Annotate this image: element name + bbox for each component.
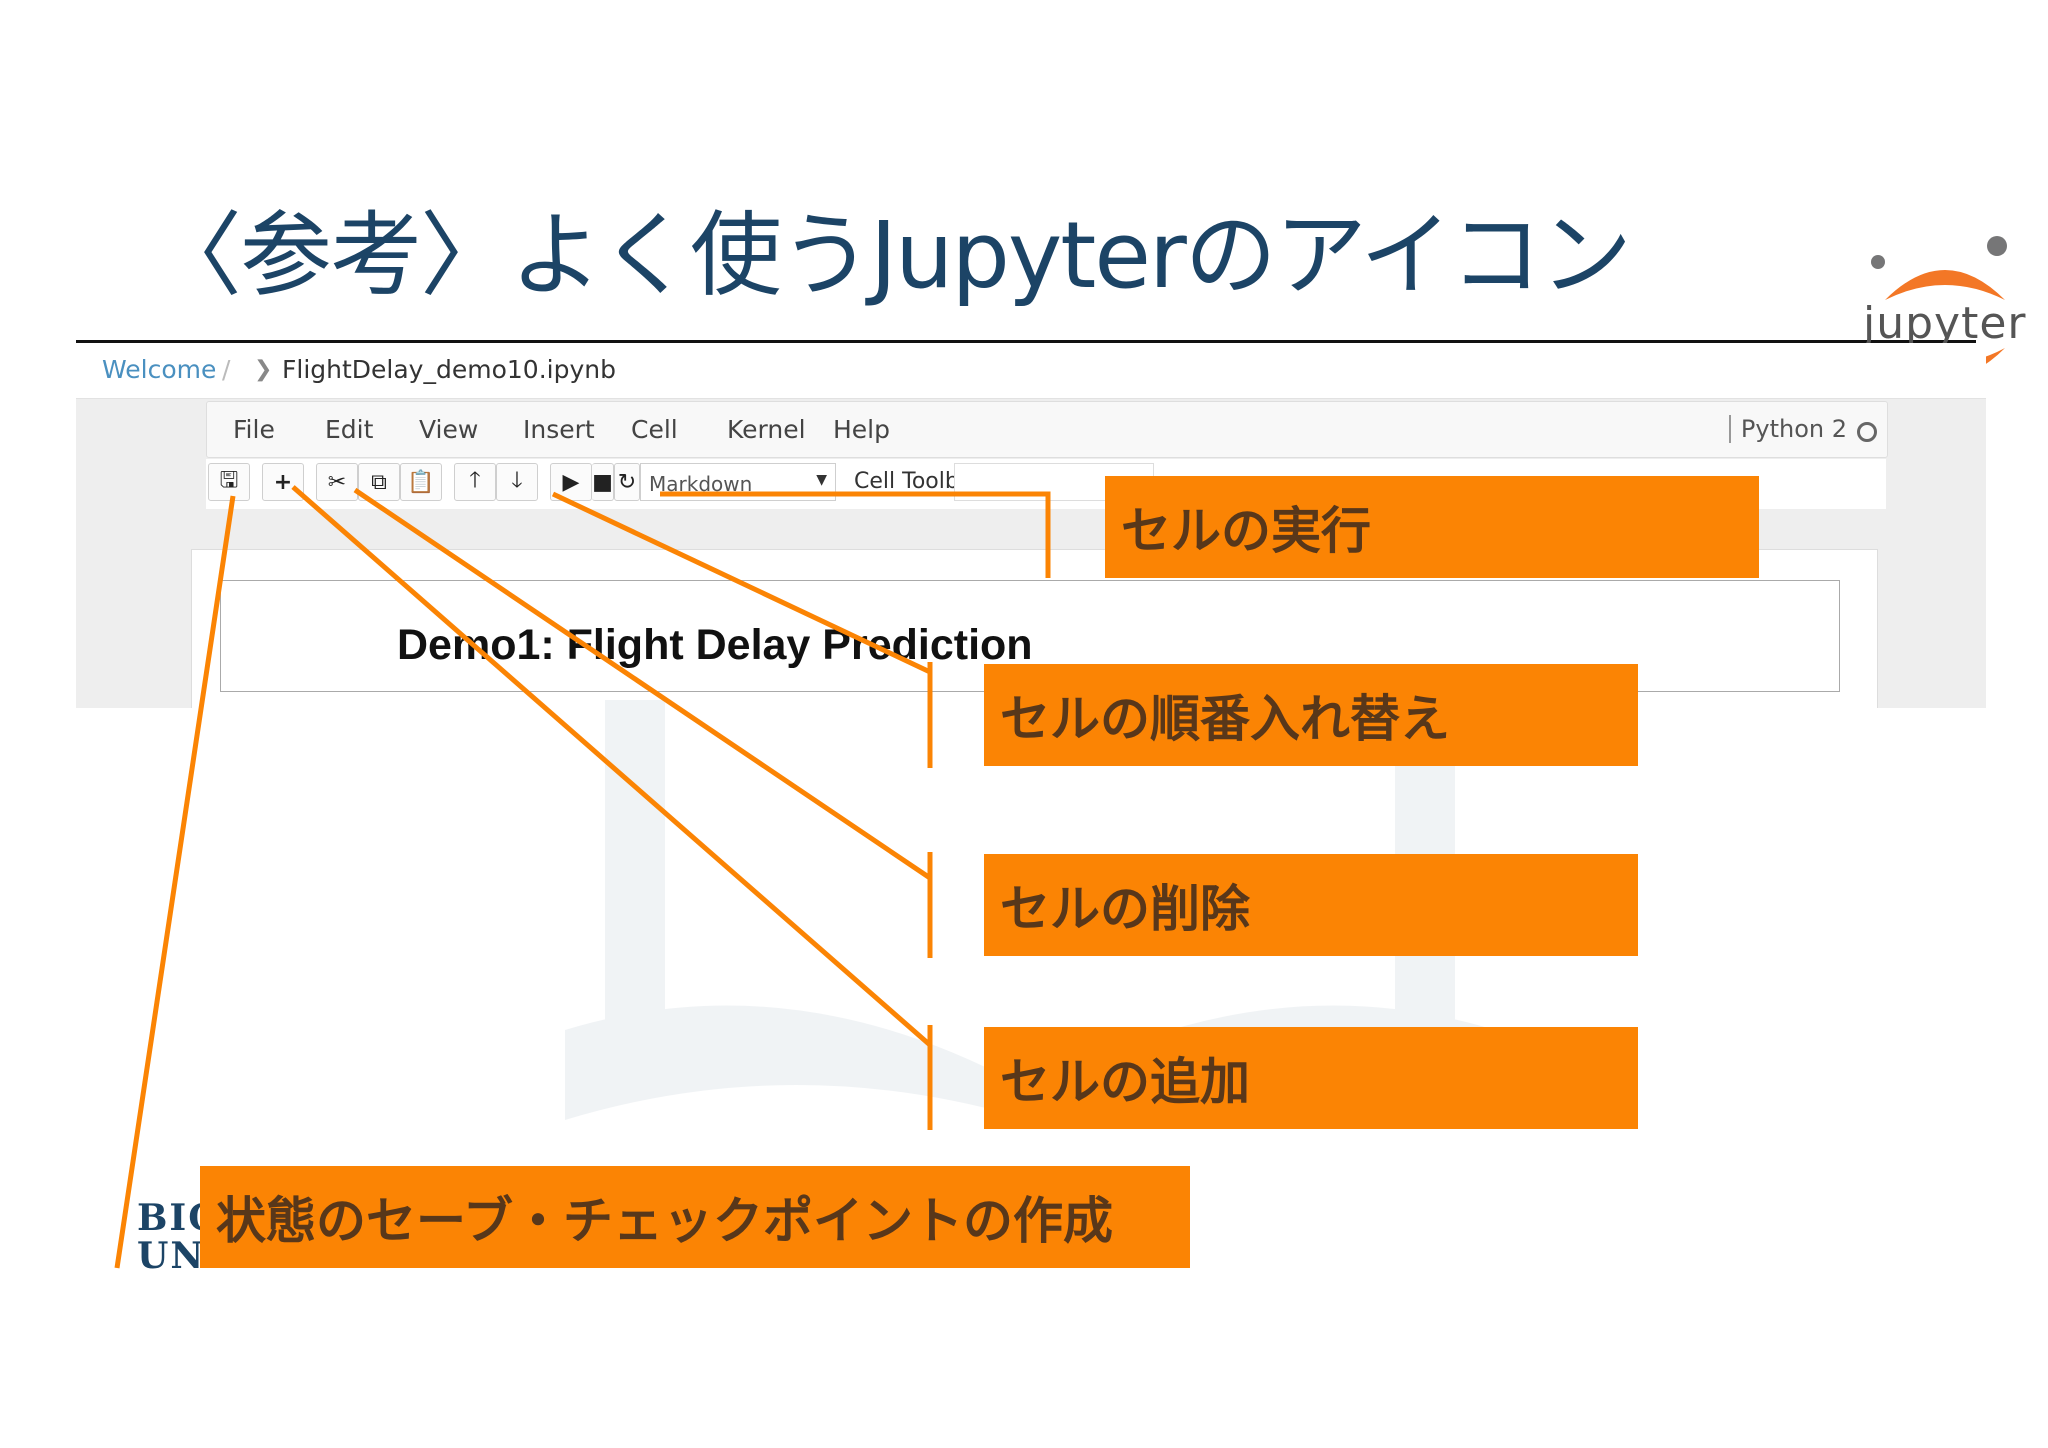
- menubar: File Edit View Insert Cell Kernel Help P…: [206, 401, 1888, 458]
- copy-icon: ⧉: [371, 469, 387, 495]
- connector-reorder: [551, 491, 932, 675]
- stop-icon: ■: [592, 469, 613, 495]
- connector-delete: [353, 487, 932, 881]
- paste-icon: 📋: [407, 469, 435, 495]
- callout-reorder-cells: セルの順番入れ替え: [984, 664, 1638, 766]
- move-down-button[interactable]: 🡓: [496, 463, 538, 501]
- callout-delete-cell: セルの削除: [984, 854, 1638, 956]
- connector-run: [660, 491, 1051, 578]
- callout-save-checkpoint: 状態のセーブ・チェックポイントの作成: [200, 1166, 1190, 1268]
- cell-toolbar-label: Cell Toolba: [854, 469, 973, 494]
- insert-cell-button[interactable]: +: [262, 463, 304, 501]
- save-checkpoint-button[interactable]: 🖫: [208, 463, 250, 501]
- menu-help[interactable]: Help: [833, 415, 890, 444]
- arrow-down-icon: 🡓: [511, 468, 523, 493]
- notebook-filename[interactable]: FlightDelay_demo10.ipynb: [282, 355, 616, 384]
- scissors-icon: ✂: [327, 469, 347, 495]
- copy-cells-button[interactable]: ⧉: [358, 463, 400, 501]
- menu-cell[interactable]: Cell: [631, 415, 678, 444]
- menu-kernel[interactable]: Kernel: [727, 415, 806, 444]
- refresh-icon: ↻: [617, 469, 637, 495]
- interrupt-kernel-button[interactable]: ■: [592, 463, 614, 501]
- connector-save: [114, 495, 236, 1269]
- play-icon: ▶: [562, 469, 580, 495]
- breadcrumb-home[interactable]: Welcome: [102, 355, 217, 384]
- title-divider: [76, 340, 1976, 343]
- connector-add: [291, 485, 932, 1047]
- jupyter-logo-text: jupyter: [1863, 298, 2027, 349]
- kernel-name: Python 2: [1728, 415, 1847, 443]
- slide-title: 〈参考〉よく使うJupyterのアイコン: [150, 202, 1632, 309]
- cell-heading: Demo1: Flight Delay Prediction: [397, 621, 1033, 669]
- menu-file[interactable]: File: [233, 415, 275, 444]
- move-up-button[interactable]: 🡑: [454, 463, 496, 501]
- cut-cells-button[interactable]: ✂: [316, 463, 358, 501]
- arrow-up-icon: 🡑: [469, 468, 481, 493]
- paste-cells-button[interactable]: 📋: [400, 463, 442, 501]
- restart-kernel-button[interactable]: ↻: [614, 463, 640, 501]
- breadcrumb-separator: /: [222, 355, 231, 384]
- menu-view[interactable]: View: [419, 415, 479, 444]
- kernel-status-icon: [1857, 422, 1877, 442]
- callout-run-cell: セルの実行: [1105, 476, 1759, 578]
- callout-add-cell: セルの追加: [984, 1027, 1638, 1129]
- notebook-header: Welcome / ❯ FlightDelay_demo10.ipynb: [76, 343, 1986, 399]
- menu-edit[interactable]: Edit: [325, 415, 374, 444]
- caret-down-icon: ▼: [816, 472, 827, 488]
- menu-insert[interactable]: Insert: [523, 415, 595, 444]
- chevron-right-icon: ❯: [254, 357, 273, 382]
- plus-icon: +: [273, 469, 293, 495]
- floppy-disk-icon: 🖫: [219, 468, 239, 493]
